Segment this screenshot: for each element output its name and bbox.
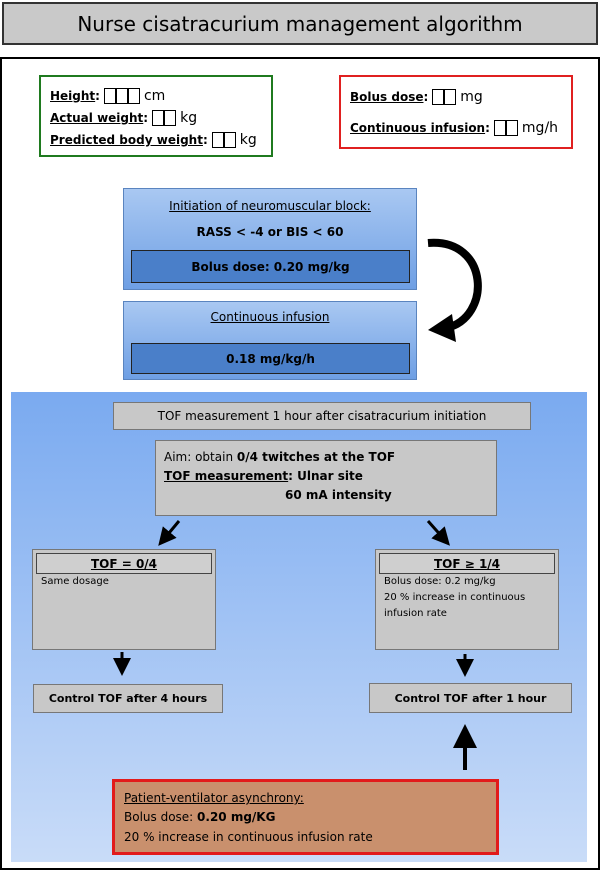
aim-prefix: Aim: obtain	[164, 450, 237, 464]
initiation-criteria: RASS < -4 or BIS < 60	[196, 225, 344, 239]
left-branch-text: Same dosage	[41, 576, 109, 587]
pbw-colon: :	[202, 133, 208, 147]
entry-cell[interactable]	[432, 89, 445, 105]
left-branch-box: TOF = 0/4 Same dosage	[32, 549, 216, 650]
continuous-infusion-box: Continuous infusion 0.18 mg/kg/h	[123, 301, 417, 380]
asynchrony-bolus-line: Bolus dose: 0.20 mg/KG	[124, 810, 275, 824]
continuous-rate: 0.18 mg/kg/h	[226, 351, 315, 366]
initiation-box: Initiation of neuromuscular block: RASS …	[123, 188, 417, 290]
left-control-text: Control TOF after 4 hours	[48, 692, 208, 705]
actual-weight-entry-cells[interactable]	[152, 110, 177, 126]
right-branch-header: TOF ≥ 1/4	[379, 553, 555, 574]
bolus-colon: :	[423, 90, 429, 104]
entry-cell[interactable]	[211, 132, 224, 148]
continuous-heading: Continuous infusion	[210, 310, 330, 324]
pbw-row: Predicted body weight: kg	[50, 132, 257, 148]
right-branch-line1: Bolus dose: 0.2 mg/kg	[384, 576, 496, 587]
tof-intensity: 60 mA intensity	[285, 488, 392, 502]
initiation-heading: Initiation of neuromuscular block:	[169, 199, 371, 213]
right-control-text: Control TOF after 1 hour	[394, 691, 547, 705]
entry-cell[interactable]	[493, 120, 506, 136]
continuous-rate-box: 0.18 mg/kg/h	[131, 343, 410, 374]
bolus-row: Bolus dose: mg	[350, 89, 483, 105]
height-colon: :	[95, 89, 100, 103]
pbw-unit: kg	[239, 132, 257, 148]
tof-method-label: TOF measurement	[164, 469, 289, 483]
entry-cell[interactable]	[164, 110, 177, 126]
infusion-entry-cells[interactable]	[493, 120, 518, 136]
dose-info-box: Bolus dose: mg Continuous infusion: mg/h	[339, 75, 573, 149]
left-control-box: Control TOF after 4 hours	[33, 684, 223, 713]
actual-weight-unit: kg	[180, 110, 198, 126]
height-unit: cm	[143, 88, 166, 104]
actual-weight-colon: :	[143, 111, 149, 125]
patient-info-box: Height: cm Actual weight: kg Predicted b…	[39, 75, 273, 157]
asynchrony-bolus-prefix: Bolus dose:	[124, 810, 198, 824]
pbw-label: Predicted body weight	[50, 133, 203, 147]
height-label: Height	[50, 89, 96, 103]
entry-cell[interactable]	[115, 88, 128, 104]
entry-cell[interactable]	[223, 132, 236, 148]
left-branch-header: TOF = 0/4	[36, 553, 212, 574]
bolus-unit: mg	[460, 89, 483, 105]
curved-arrow-head	[428, 314, 456, 342]
aim-box: Aim: obtain 0/4 twitches at the TOF TOF …	[155, 440, 497, 516]
infusion-unit: mg/h	[521, 120, 559, 136]
right-branch-line3: infusion rate	[384, 608, 447, 619]
aim-line: Aim: obtain 0/4 twitches at the TOF	[164, 450, 395, 464]
initiation-bolus-box: Bolus dose: 0.20 mg/kg	[131, 250, 410, 283]
tof-measurement-title: TOF measurement 1 hour after cisatracuri…	[157, 409, 487, 423]
tof-method-sep: :	[288, 469, 298, 483]
aim-target: 0/4 twitches at the TOF	[236, 450, 396, 464]
bolus-label: Bolus dose	[350, 90, 424, 104]
entry-cell[interactable]	[103, 88, 116, 104]
tof-site: Ulnar site	[297, 469, 363, 483]
infusion-row: Continuous infusion: mg/h	[350, 120, 558, 136]
infusion-colon: :	[485, 121, 490, 135]
right-branch-box: TOF ≥ 1/4 Bolus dose: 0.2 mg/kg 20 % inc…	[375, 549, 559, 650]
page-title: Nurse cisatracurium management algorithm	[77, 11, 523, 36]
entry-cell[interactable]	[505, 120, 518, 136]
title-banner: Nurse cisatracurium management algorithm	[2, 2, 598, 45]
infusion-label: Continuous infusion	[350, 121, 486, 135]
pbw-entry-cells[interactable]	[211, 132, 236, 148]
entry-cell[interactable]	[152, 110, 165, 126]
bolus-entry-cells[interactable]	[432, 89, 457, 105]
height-row: Height: cm	[50, 88, 165, 104]
asynchrony-increase: 20 % increase in continuous infusion rat…	[124, 830, 373, 844]
height-entry-cells[interactable]	[103, 88, 140, 104]
entry-cell[interactable]	[444, 89, 457, 105]
arrow-to-right-branch	[426, 520, 450, 546]
arrow-to-left-branch	[158, 520, 181, 546]
tof-measurement-title-box: TOF measurement 1 hour after cisatracuri…	[113, 402, 531, 430]
actual-weight-label: Actual weight	[50, 111, 144, 125]
right-control-box: Control TOF after 1 hour	[369, 683, 572, 713]
asynchrony-heading: Patient-ventilator asynchrony:	[124, 791, 304, 805]
actual-weight-row: Actual weight: kg	[50, 110, 197, 126]
entry-cell[interactable]	[127, 88, 140, 104]
asynchrony-box: Patient-ventilator asynchrony: Bolus dos…	[112, 779, 499, 855]
tof-method-line: TOF measurement: Ulnar site	[164, 469, 363, 483]
right-branch-line2: 20 % increase in continuous	[384, 592, 526, 603]
curved-arrow	[427, 238, 482, 332]
initiation-bolus: Bolus dose: 0.20 mg/kg	[191, 259, 350, 274]
asynchrony-bolus-value: 0.20 mg/KG	[197, 810, 276, 824]
